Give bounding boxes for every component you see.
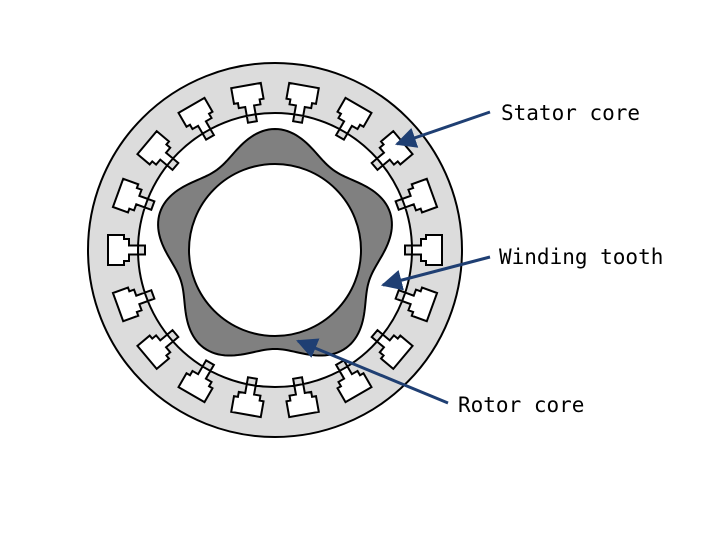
- stator-pointer-arrow: [395, 110, 491, 148]
- rotor-core: [157, 127, 393, 357]
- stator-core-label: Stator core: [501, 101, 640, 125]
- rotor-pointer-arrow: [296, 338, 449, 405]
- stator-core: [86, 62, 464, 438]
- winding-pointer-arrow: [380, 255, 491, 291]
- winding-tooth-label: Winding tooth: [499, 245, 663, 269]
- rotor-core-label: Rotor core: [458, 393, 584, 417]
